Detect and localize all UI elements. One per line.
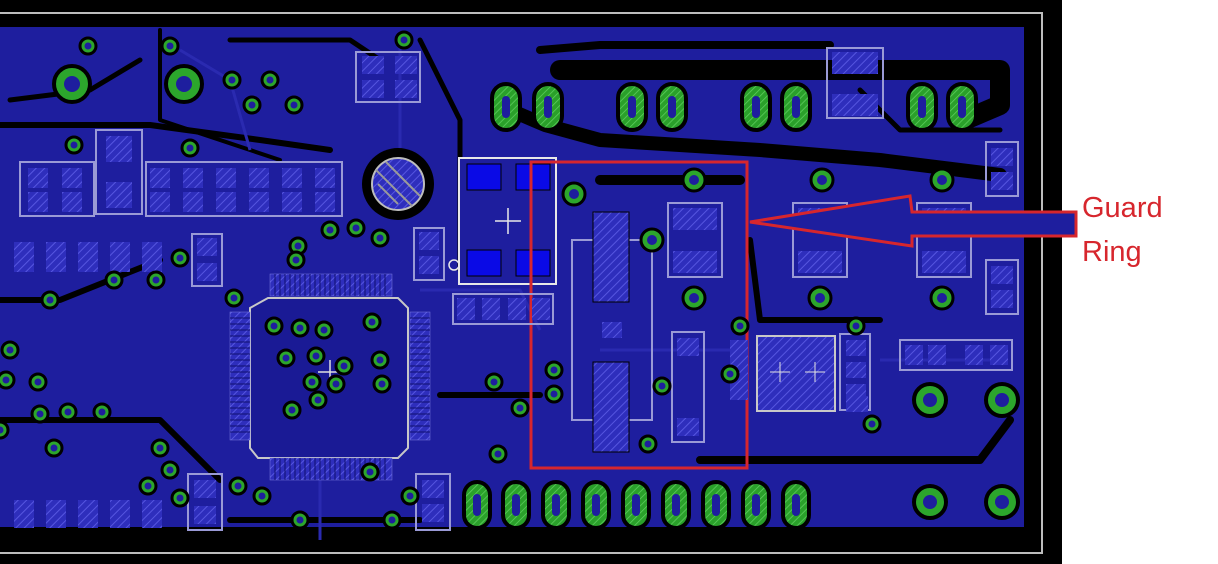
via-drill [308,378,316,386]
via-drill [296,324,304,332]
via-drill [228,76,236,84]
via-drill [658,382,666,390]
via-drill [406,492,414,500]
via-drill [98,408,106,416]
via-drill [46,296,54,304]
via-drill [490,378,498,386]
via-drill [340,362,348,370]
via-drill [84,42,92,50]
via-drill [176,494,184,502]
via-drill [2,376,10,384]
via-drill [326,226,334,234]
board-outline [0,12,1043,554]
via-drill [166,466,174,474]
via-field [0,30,955,530]
via-drill [6,346,14,354]
left-pad-row [14,242,162,528]
guard-ring-annotation-arrow [749,194,1078,248]
via-drill [288,406,296,414]
via-drill [230,294,238,302]
via-drill [186,144,194,152]
via-drill [166,42,174,50]
annotation-label-guard: Guard [1082,192,1163,224]
via-drill [270,322,278,330]
via-drill [296,516,304,524]
via [0,420,10,440]
annotation-label-ring: Ring [1082,236,1142,268]
via-drill [937,175,947,185]
via-drill [64,408,72,416]
via-drill [852,322,860,330]
via-drill [50,444,58,452]
crystal-oscillator [448,157,557,285]
via-drill [290,101,298,109]
via-drill [292,256,300,264]
via-drill [516,404,524,412]
via-drill [320,326,328,334]
via-drill [282,354,290,362]
via-drill [388,516,396,524]
guard-ring-highlight-box [529,160,749,470]
via-drill [352,224,360,232]
via-drill [144,482,152,490]
via-drill [815,293,825,303]
via-drill [176,254,184,262]
via-drill [689,175,699,185]
via-drill [258,492,266,500]
via-drill [937,293,947,303]
via-drill [314,396,322,404]
via-drill [569,189,579,199]
via-drill [726,370,734,378]
via-drill [647,235,657,245]
inductor [756,335,836,412]
via-drill [378,380,386,388]
via-drill [156,444,164,452]
via-drill [868,420,876,428]
via-drill [550,366,558,374]
via-drill [332,380,340,388]
via-drill [400,36,408,44]
via-drill [266,76,274,84]
via-drill [550,390,558,398]
via-drill [689,293,699,303]
via-drill [248,101,256,109]
mounting-hole [362,148,434,220]
via-drill [644,440,652,448]
via-drill [376,234,384,242]
oval-connector-pads [462,82,978,530]
via-drill [312,352,320,360]
via-drill [152,276,160,284]
via-drill [817,175,827,185]
guard-ring-components [571,211,705,453]
via-drill [0,426,4,434]
via-drill [366,468,374,476]
via-drill [736,322,744,330]
through-hole-pads [52,64,1020,520]
via-drill [376,356,384,364]
via-drill [110,276,118,284]
via-drill [34,378,42,386]
via-drill [70,141,78,149]
via-drill [494,450,502,458]
via-drill [294,242,302,250]
via-drill [36,410,44,418]
via-drill [234,482,242,490]
via-drill [368,318,376,326]
